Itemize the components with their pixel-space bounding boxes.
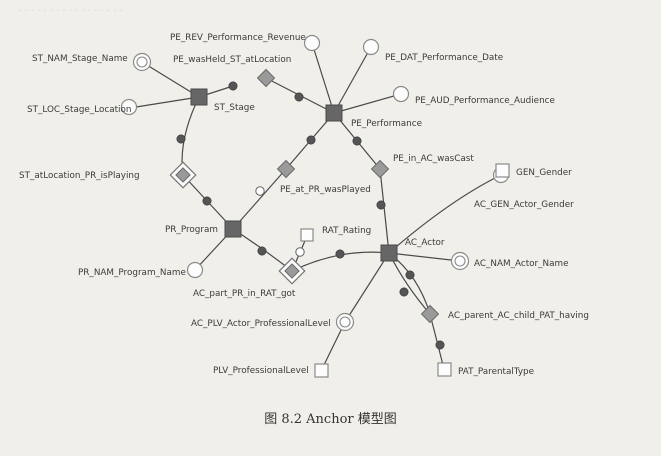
role-dots bbox=[176, 81, 445, 350]
attribute-circle bbox=[392, 85, 410, 103]
label-pe-wasplayed: PE_at_PR_wasPlayed bbox=[280, 185, 371, 195]
role-dot bbox=[405, 270, 415, 280]
label-ac-name: AC_NAM_Actor_Name bbox=[474, 259, 569, 269]
label-gen-gender: GEN_Gender bbox=[516, 168, 572, 178]
label-pe-washeld: PE_wasHeld_ST_atLocation bbox=[173, 55, 291, 65]
label-pe-date: PE_DAT_Performance_Date bbox=[385, 53, 503, 63]
edge-perf-revenue bbox=[311, 42, 335, 114]
knot-pat bbox=[437, 362, 452, 377]
label-ac-part: AC_part_PR_in_RAT_got bbox=[193, 289, 296, 299]
ties bbox=[169, 68, 440, 324]
label-ac-plv: AC_PLV_Actor_ProfessionalLevel bbox=[191, 319, 331, 329]
historized-attribute bbox=[335, 312, 355, 332]
role-dot bbox=[228, 81, 238, 91]
label-st-name: ST_NAM_Stage_Name bbox=[32, 54, 128, 64]
knots bbox=[300, 163, 510, 378]
role-dot bbox=[294, 92, 304, 102]
label-plv: PLV_ProfessionalLevel bbox=[213, 366, 309, 376]
historized-attribute bbox=[450, 251, 470, 271]
label-ac-gen: AC_GEN_Actor_Gender bbox=[474, 200, 574, 210]
attribute-circle bbox=[303, 34, 321, 52]
edge-perf-date bbox=[333, 46, 372, 114]
edge-actor-parent-b bbox=[388, 252, 431, 315]
knot-rating bbox=[300, 228, 314, 242]
bleed-through-text: · · · · · · · · · · · · · · · · · bbox=[18, 6, 123, 17]
tie-wascast bbox=[370, 159, 390, 179]
label-pe-wascast: PE_in_AC_wasCast bbox=[393, 154, 474, 164]
label-pr-name: PR_NAM_Program_Name bbox=[78, 268, 186, 278]
tie-part bbox=[284, 263, 300, 279]
edges bbox=[135, 42, 502, 372]
tie-washeld bbox=[256, 68, 276, 88]
labels: ST_Stage PE_Performance PR_Program AC_Ac… bbox=[19, 33, 589, 377]
label-ac-actor: AC_Actor bbox=[405, 238, 445, 248]
role-open-dot bbox=[255, 186, 265, 196]
role-dot bbox=[202, 196, 212, 206]
knot-gender bbox=[495, 163, 510, 178]
label-ac-parent: AC_parent_AC_child_PAT_having bbox=[448, 311, 589, 321]
edge-actor-plv bbox=[344, 252, 390, 323]
edge-actor-name bbox=[388, 252, 461, 262]
label-pat: PAT_ParentalType bbox=[458, 367, 534, 377]
label-st-stage: ST_Stage bbox=[214, 103, 255, 113]
role-dot bbox=[176, 134, 186, 144]
role-dot bbox=[376, 200, 386, 210]
label-st-location: ST_LOC_Stage_Location bbox=[27, 105, 131, 115]
anchor-program bbox=[224, 220, 242, 238]
role-dot bbox=[335, 249, 345, 259]
role-dot bbox=[399, 287, 409, 297]
anchor-performance bbox=[325, 104, 343, 122]
tie-parent bbox=[420, 304, 440, 324]
figure-caption: 图 8.2 Anchor 模型图 bbox=[264, 412, 397, 427]
edge-parent-pat bbox=[429, 313, 445, 370]
role-open-dot bbox=[295, 247, 305, 257]
attribute-circle bbox=[120, 98, 138, 116]
attribute-circle bbox=[186, 261, 204, 279]
tie-isplaying bbox=[175, 167, 191, 183]
edge-program-wasplayed bbox=[232, 168, 287, 230]
edge-actor-gen bbox=[388, 174, 502, 254]
edge-stage-location bbox=[135, 96, 200, 108]
anchors bbox=[190, 88, 398, 262]
attribute-circle bbox=[362, 38, 380, 56]
edge-perf-audience bbox=[333, 93, 402, 114]
label-rat-rating: RAT_Rating bbox=[322, 226, 371, 236]
label-pe-revenue: PE_REV_Performance_Revenue bbox=[170, 33, 306, 43]
label-st-isplaying: ST_atLocation_PR_isPlaying bbox=[19, 171, 140, 181]
role-dot bbox=[435, 340, 445, 350]
label-pe-audience: PE_AUD_Performance_Audience bbox=[415, 96, 555, 106]
anchor-stage bbox=[190, 88, 208, 106]
edge-actor-parent-a bbox=[388, 252, 431, 315]
label-pe-performance: PE_Performance bbox=[351, 119, 422, 129]
role-dot bbox=[306, 135, 316, 145]
tie-wasplayed bbox=[276, 159, 296, 179]
historized-attribute-inner bbox=[136, 56, 148, 68]
anchor-actor bbox=[380, 244, 398, 262]
historized-attribute bbox=[132, 52, 152, 72]
edge-wascast-actor bbox=[379, 168, 390, 254]
role-dot bbox=[257, 246, 267, 256]
edge-stage-name bbox=[141, 61, 200, 98]
historized-attributes bbox=[132, 52, 470, 332]
knot-level bbox=[314, 363, 329, 378]
historized-attribute-inner bbox=[339, 316, 351, 328]
role-dot bbox=[352, 136, 362, 146]
label-pr-program: PR_Program bbox=[165, 225, 218, 235]
historized-attribute-inner bbox=[454, 255, 466, 267]
